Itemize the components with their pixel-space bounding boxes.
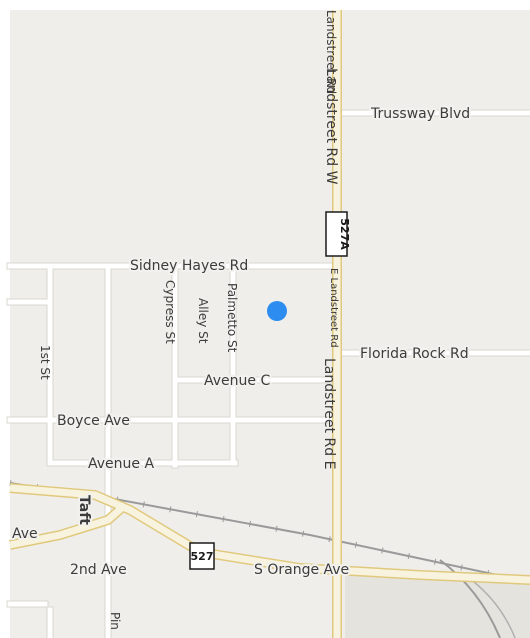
label-landstreet-w: Landstreet Rd W bbox=[323, 68, 339, 185]
shield-527: 527 bbox=[189, 542, 215, 570]
shield-527-label: 527 bbox=[191, 550, 214, 563]
label-ave-left: Ave bbox=[12, 526, 38, 542]
minor-roads bbox=[7, 110, 530, 638]
label-cypress-st: Cypress St bbox=[163, 280, 177, 344]
label-pine-partial: Pin bbox=[108, 612, 122, 630]
label-2nd-ave: 2nd Ave bbox=[70, 562, 127, 578]
label-taft: Taft bbox=[76, 495, 92, 525]
shield-527a: 527A bbox=[325, 211, 351, 257]
label-palmetto-st: Palmetto St bbox=[225, 283, 239, 353]
map-block bbox=[345, 575, 530, 638]
label-1st-st: 1st St bbox=[38, 345, 52, 380]
label-landstreet-rd-e: Landstreet Rd E bbox=[321, 358, 337, 469]
label-landstreet-top: Landstreet Rd bbox=[324, 10, 338, 94]
label-avenue-a: Avenue A bbox=[88, 456, 154, 472]
label-trussway-blvd: Trussway Blvd bbox=[370, 106, 470, 122]
map-land bbox=[10, 10, 530, 638]
label-avenue-c: Avenue C bbox=[204, 373, 270, 389]
label-alley-st: Alley St bbox=[196, 298, 210, 344]
label-florida-rock-rd: Florida Rock Rd bbox=[360, 346, 469, 362]
shield-527a-label: 527A bbox=[338, 218, 351, 250]
current-location-icon[interactable] bbox=[267, 301, 287, 321]
label-e-landstreet-rd: E Landstreet Rd bbox=[328, 268, 339, 348]
label-sidney-hayes-rd: Sidney Hayes Rd bbox=[130, 258, 248, 274]
label-boyce-ave: Boyce Ave bbox=[57, 413, 130, 429]
label-s-orange-ave: S Orange Ave bbox=[254, 562, 349, 578]
